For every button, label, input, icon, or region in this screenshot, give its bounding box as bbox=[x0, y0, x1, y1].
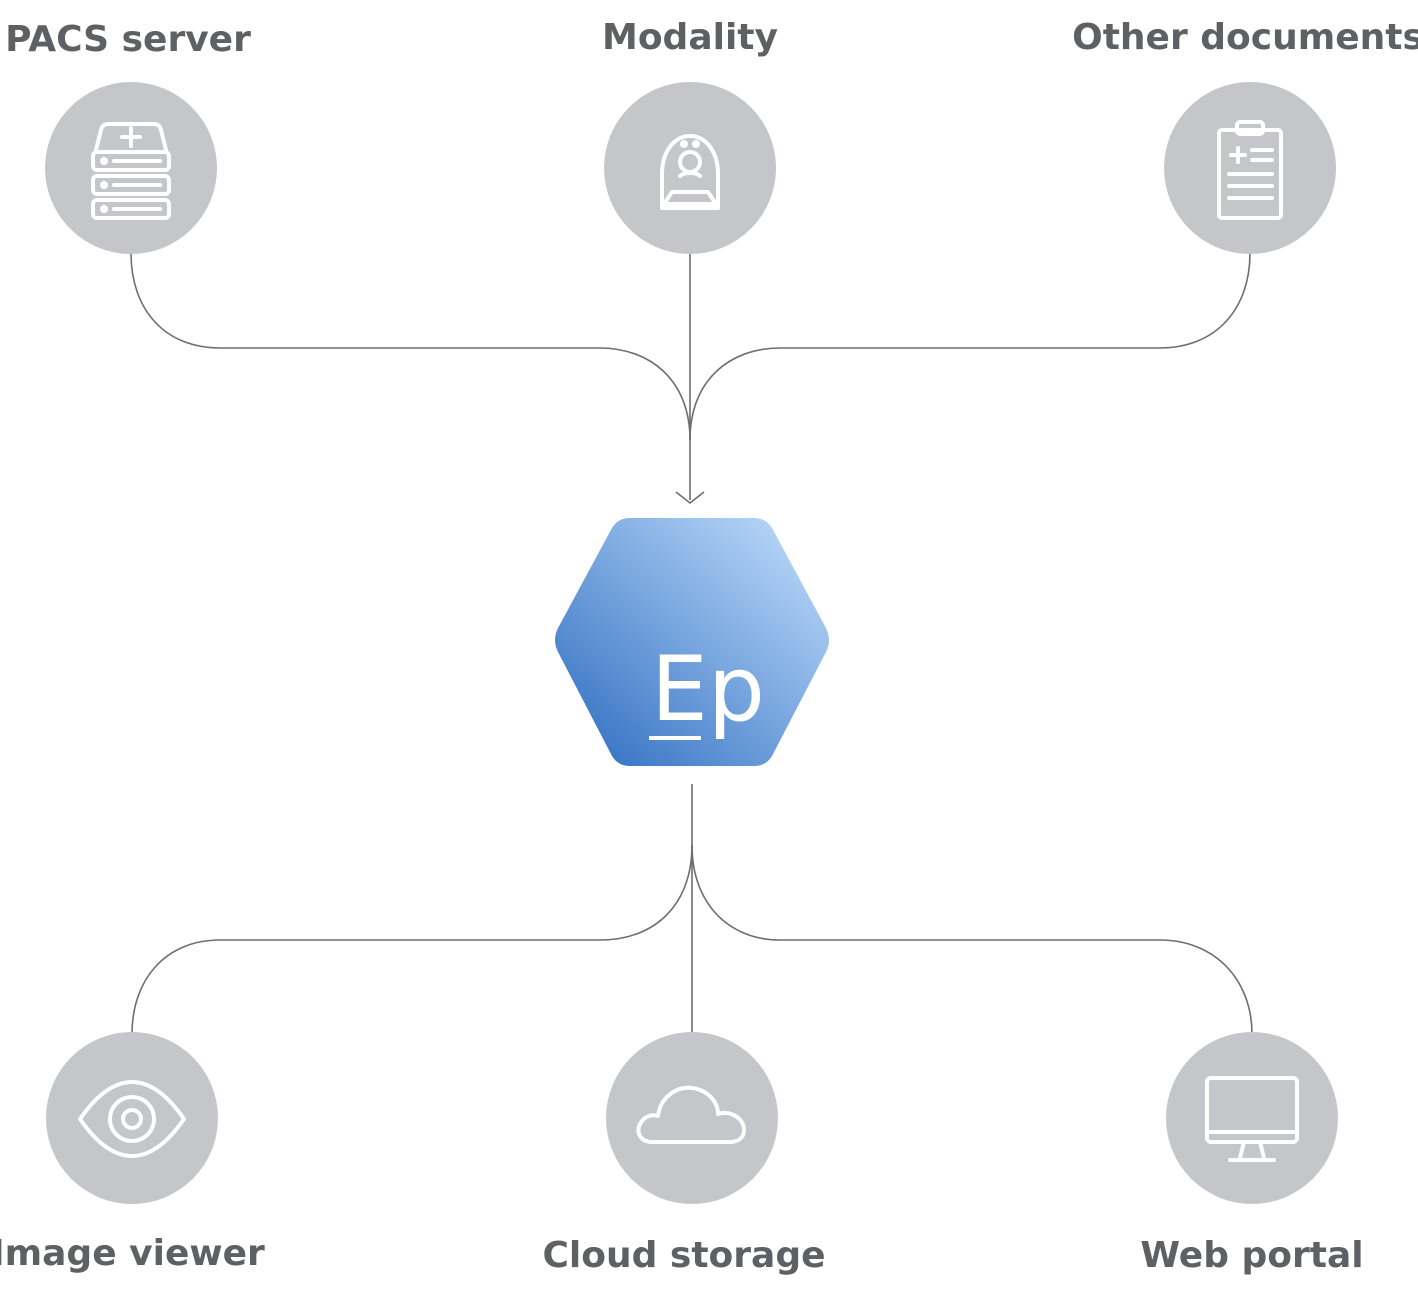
hub-logo-text: Ep bbox=[651, 637, 765, 742]
node-circle bbox=[604, 82, 776, 254]
monitor-icon bbox=[1205, 1076, 1299, 1162]
node-pacs-server[interactable]: PACS server bbox=[5, 19, 251, 254]
connector-documents-to-hub bbox=[689, 252, 1251, 441]
connector-hub-to-portal bbox=[691, 844, 1253, 1035]
eye-icon bbox=[78, 1080, 186, 1158]
node-modality[interactable]: Modality bbox=[602, 17, 778, 254]
node-label: Modality bbox=[602, 17, 778, 58]
node-image-viewer[interactable]: Image viewer bbox=[0, 1032, 265, 1274]
cloud-icon bbox=[636, 1085, 746, 1144]
clipboard-icon bbox=[1217, 120, 1283, 220]
node-label: PACS server bbox=[5, 19, 251, 60]
node-web-portal[interactable]: Web portal bbox=[1140, 1032, 1364, 1276]
arrowhead bbox=[675, 491, 705, 505]
server-icon bbox=[91, 122, 171, 220]
hub-node[interactable]: Ep bbox=[555, 518, 829, 766]
connector-hub-to-viewer bbox=[131, 844, 693, 1035]
node-label: Other documents bbox=[1072, 17, 1418, 58]
node-label: Web portal bbox=[1140, 1235, 1363, 1276]
node-other-documents[interactable]: Other documents bbox=[1072, 17, 1418, 254]
hexagon-logo bbox=[555, 518, 829, 766]
node-circle bbox=[1164, 82, 1336, 254]
node-circle bbox=[1166, 1032, 1338, 1204]
node-label: Cloud storage bbox=[542, 1235, 825, 1276]
node-circle bbox=[46, 1032, 218, 1204]
node-label: Image viewer bbox=[0, 1233, 265, 1274]
node-cloud-storage[interactable]: Cloud storage bbox=[542, 1032, 826, 1276]
connector-pacs-to-hub bbox=[130, 252, 691, 441]
scanner-icon bbox=[660, 134, 720, 210]
node-circle bbox=[606, 1032, 778, 1204]
hub-logo-underline bbox=[649, 736, 701, 740]
